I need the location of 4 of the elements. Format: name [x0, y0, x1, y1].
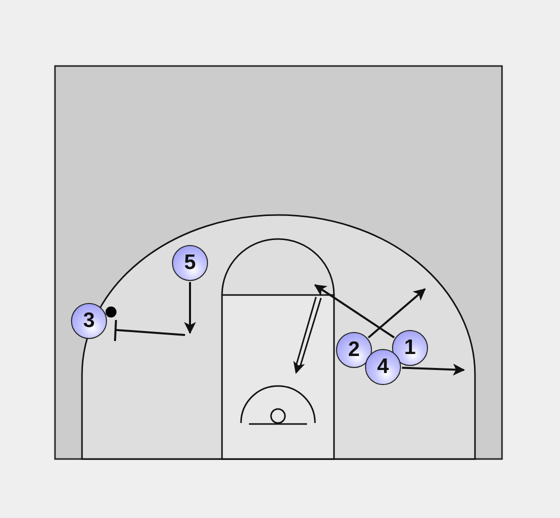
movement-arrow [314, 284, 395, 338]
movement-arrow [402, 364, 465, 376]
movement-arrow [184, 282, 196, 334]
movement-arrow [368, 288, 426, 338]
